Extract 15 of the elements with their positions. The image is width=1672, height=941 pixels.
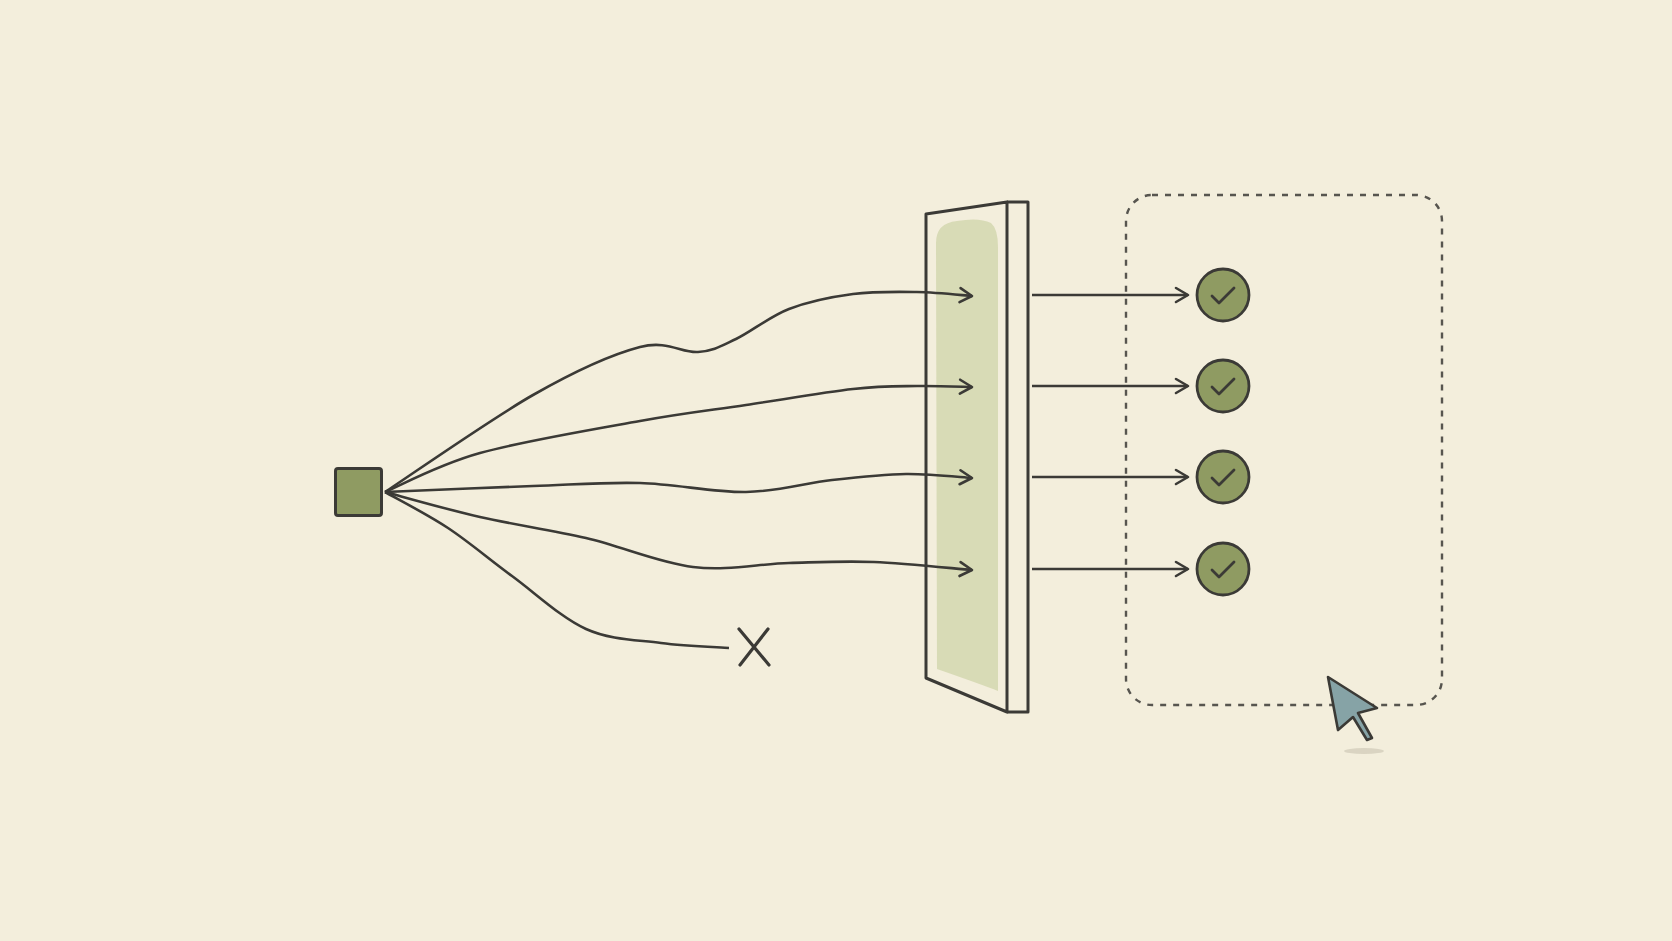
arrow [1032, 286, 1190, 304]
tick-circle [1194, 357, 1252, 415]
cross-mark [735, 626, 773, 668]
tick-circle [1194, 448, 1252, 506]
arrow [1032, 377, 1190, 395]
connector-line [384, 490, 730, 650]
source-square [334, 467, 383, 517]
arrow [1032, 468, 1190, 486]
arrow [384, 490, 974, 578]
arrow [1032, 560, 1190, 578]
dashed-region [1124, 193, 1444, 707]
glass-panel [923, 199, 1031, 715]
arrow [384, 378, 974, 494]
tick-circle [1194, 540, 1252, 598]
tick-circle [1194, 266, 1252, 324]
